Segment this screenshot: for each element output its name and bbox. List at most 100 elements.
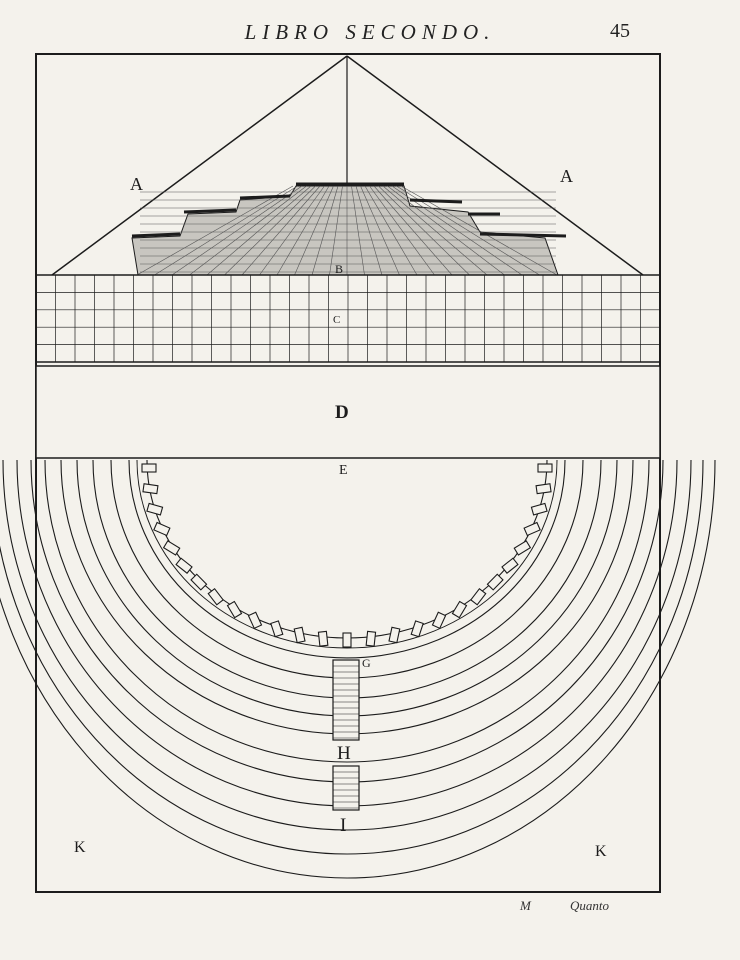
label-a-left: A [130, 174, 143, 194]
label-g: G [362, 656, 371, 670]
label-e: E [339, 463, 348, 478]
stage-floor-grid [131, 185, 559, 276]
orchestra-block [317, 630, 329, 647]
plate-frame [35, 53, 661, 893]
orchestra-edge-arc [136, 459, 558, 649]
perspective-scene [51, 55, 644, 276]
orchestra-block [410, 620, 424, 638]
orchestra-block [175, 557, 193, 574]
orchestra-rect [35, 365, 661, 459]
cavea-row-arc [128, 459, 566, 659]
stage-grid-line [364, 185, 418, 276]
cavea-row-arc [2, 459, 692, 831]
running-title: LIBRO SECONDO. [244, 20, 496, 44]
orchestra-block [530, 502, 548, 516]
stair-flights [332, 659, 360, 811]
proscenium-grid [35, 274, 661, 363]
label-a-right: A [560, 166, 573, 186]
stair-flight-lower [332, 765, 360, 811]
orchestra-block-shape [451, 600, 468, 619]
orchestra-block-shape [153, 521, 171, 537]
orchestra-block [270, 620, 284, 638]
stage-grid-line [224, 185, 316, 276]
stage-grid-line [387, 185, 505, 276]
orchestra-block-shape [162, 540, 181, 556]
orchestra-block [513, 540, 532, 556]
stage-grid-line [360, 185, 400, 276]
orchestra-block [486, 573, 504, 591]
stage-beam [131, 232, 181, 238]
stage-grid-line [154, 185, 298, 276]
orchestra-block-shape [431, 611, 447, 630]
orchestra-block-shape [226, 600, 243, 619]
stage-grid-line [382, 185, 488, 276]
orchestra-block-shape [537, 463, 553, 473]
orchestra-block [365, 630, 377, 647]
label-k-left: K [74, 839, 86, 856]
orchestra-block-shape [207, 587, 224, 606]
stage-beam [479, 232, 567, 238]
orchestra-block [293, 626, 306, 644]
orchestra-block-shape [535, 483, 552, 495]
orchestra-block-shape [293, 626, 306, 644]
orchestra-block [190, 573, 208, 591]
stage-grid-line [294, 185, 334, 276]
stage-grid-line [351, 185, 365, 276]
signature-mark: M [520, 898, 531, 913]
label-k-right: K [595, 843, 607, 860]
orchestra-block [162, 540, 181, 556]
orchestra-band [35, 365, 661, 459]
orchestra-block [535, 483, 552, 495]
label-c: C [333, 314, 340, 326]
label-d: D [335, 402, 349, 423]
orchestra-block-shape [530, 502, 548, 516]
orchestra-block [207, 587, 224, 606]
orchestra-block-shape [141, 463, 157, 473]
stage-grid-line [189, 185, 307, 276]
page-number: 45 [610, 20, 630, 42]
orchestra-block-shape [365, 630, 377, 647]
orchestra-block [470, 587, 487, 606]
orchestra-block-shape [175, 557, 193, 574]
stage-grid-line [276, 185, 330, 276]
orchestra-block-shape [146, 502, 164, 516]
orchestra-block [247, 611, 263, 630]
orchestra-block-shape [247, 611, 263, 630]
catchword: Quanto [570, 898, 609, 913]
orchestra-block [431, 611, 447, 630]
perspective-line-right [346, 55, 644, 276]
stage-grid-line [171, 185, 303, 276]
orchestra-block [153, 521, 171, 537]
orchestra-block-shape [142, 483, 159, 495]
orchestra-block-shape [342, 632, 352, 648]
orchestra-block [342, 632, 352, 648]
stage-grid-line [241, 185, 321, 276]
orchestra-block [537, 463, 553, 473]
stage-grid-line [329, 185, 343, 276]
label-b: B [335, 262, 343, 276]
stage-grid-line [378, 185, 470, 276]
cavea-row-arc [0, 459, 704, 855]
orchestra-block [142, 483, 159, 495]
orchestra-block-shape [270, 620, 284, 638]
stage-beam [409, 198, 463, 204]
stage-beam [239, 194, 291, 200]
orchestra-block-shape [470, 587, 487, 606]
cavea-seating [0, 459, 716, 879]
stage-grid-line [311, 185, 339, 276]
orchestra-block [451, 600, 468, 619]
orchestra-block [146, 502, 164, 516]
cavea-row-arc [0, 459, 716, 879]
orchestra-block [501, 557, 519, 574]
stair-flight-upper [332, 659, 360, 741]
orchestra-block-shape [523, 521, 541, 537]
stage-grid-line [206, 185, 312, 276]
orchestra-block-shape [388, 626, 401, 644]
orchestra-block-shape [486, 573, 504, 591]
label-h: H [337, 743, 351, 764]
orchestra-block [226, 600, 243, 619]
stage-grid-line [369, 185, 435, 276]
label-i: I [340, 815, 346, 836]
